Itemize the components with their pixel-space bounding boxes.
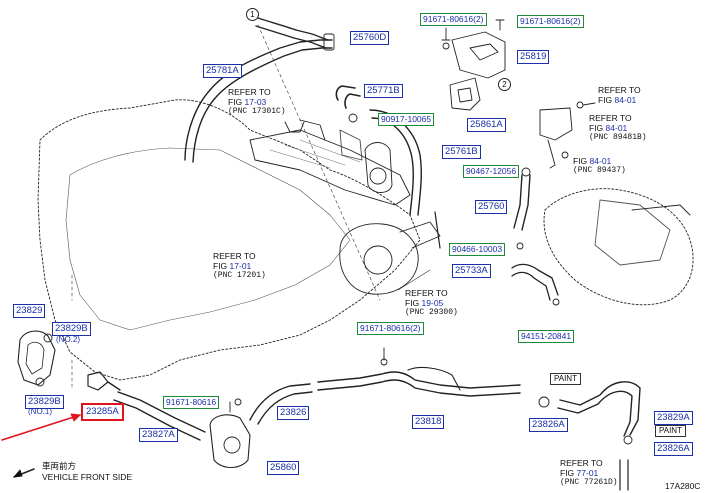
bracket-25861a [449, 77, 481, 111]
note-no1: (NO.1) [28, 407, 52, 416]
part-25761b[interactable]: 25761B [442, 145, 481, 159]
fitting-23285a [87, 371, 109, 391]
valve-cover [249, 129, 411, 206]
part-90466-10003[interactable]: 90466-10003 [449, 243, 506, 256]
hose-25760d [257, 17, 329, 41]
solenoid-bracket [451, 31, 506, 79]
sensor-bracket [539, 107, 573, 141]
refer-17-03[interactable]: REFER TO FIG 17-03 (PNC 17301C) [228, 87, 286, 116]
hose-25781a [184, 39, 333, 161]
part-25781a[interactable]: 25781A [203, 64, 242, 78]
refer-77-01[interactable]: REFER TO FIG 77-01 (PNC 77261D) [560, 458, 618, 487]
part-23826[interactable]: 23826 [277, 406, 310, 420]
part-25733a[interactable]: 25733A [452, 264, 491, 278]
part-90467-12056[interactable]: 90467-12056 [463, 165, 520, 178]
hose-23826 [249, 383, 311, 421]
engine-block-inner [65, 147, 351, 331]
vacuum-pump [339, 223, 419, 295]
part-25760d[interactable]: 25760D [350, 31, 390, 45]
pipe-23818 [317, 371, 521, 389]
vehicle-front-side-label: VEHICLE FRONT SIDE [42, 472, 133, 482]
part-25819[interactable]: 25819 [517, 50, 550, 64]
pipe-25733a [511, 263, 559, 296]
part-23285a-highlighted[interactable]: 23285A [81, 403, 124, 421]
callout-2: 2 [498, 78, 511, 91]
refer-84-01-b[interactable]: REFER TO FIG 84-01 (PNC 89481B) [589, 113, 647, 142]
paint-label-bottom: PAINT [655, 425, 686, 437]
hose-23827a [117, 391, 206, 433]
part-91671-80616-top-right[interactable]: 91671-80616(2) [517, 15, 584, 28]
paint-label-top: PAINT [550, 373, 581, 385]
vehicle-front-side-jp: 車両前方 [42, 461, 77, 471]
valve-25860 [209, 414, 251, 469]
part-23826a-lower[interactable]: 23826A [654, 442, 693, 456]
part-23827a[interactable]: 23827A [139, 428, 178, 442]
part-25860[interactable]: 25860 [267, 461, 300, 475]
refer-84-01-a[interactable]: REFER TO FIG 84-01 [598, 85, 641, 105]
part-91671-80616-top-left[interactable]: 91671-80616(2) [420, 13, 487, 26]
refer-19-05[interactable]: REFER TO FIG 19-05 (PNC 29300) [405, 288, 458, 317]
hose-25771b [335, 85, 356, 101]
diagram-code: 17A280C [665, 481, 701, 491]
part-25771b[interactable]: 25771B [364, 84, 403, 98]
hose-23829 [17, 330, 56, 386]
pipe-25760 [513, 174, 523, 229]
part-23829b-no1[interactable]: 23829B [25, 395, 64, 409]
part-23829[interactable]: 23829 [13, 304, 46, 318]
part-91671-80616-low[interactable]: 91671-80616 [163, 396, 220, 409]
hose-23829a [559, 381, 641, 436]
part-94151-20841[interactable]: 94151-20841 [518, 330, 575, 343]
part-23829b-no2[interactable]: 23829B [52, 322, 91, 336]
refer-84-01-c[interactable]: FIG 84-01 (PNC 89437) [573, 156, 626, 175]
callout-1: 1 [246, 8, 259, 21]
note-no2: (NO.2) [56, 335, 80, 344]
part-25861a[interactable]: 25861A [467, 118, 506, 132]
part-25760[interactable]: 25760 [475, 200, 508, 214]
part-23818[interactable]: 23818 [412, 415, 445, 429]
part-23826a-upper[interactable]: 23826A [529, 418, 568, 432]
refer-17-01[interactable]: REFER TO FIG 17-01 (PNC 17201) [213, 251, 266, 280]
part-91671-80616-mid[interactable]: 91671-80616(2) [357, 322, 424, 335]
exhaust-manifold [543, 188, 694, 306]
part-23829a[interactable]: 23829A [654, 411, 693, 425]
vsv-assembly [364, 142, 393, 193]
engine-block-outline [37, 99, 421, 381]
part-90917-10065[interactable]: 90917-10065 [378, 113, 435, 126]
